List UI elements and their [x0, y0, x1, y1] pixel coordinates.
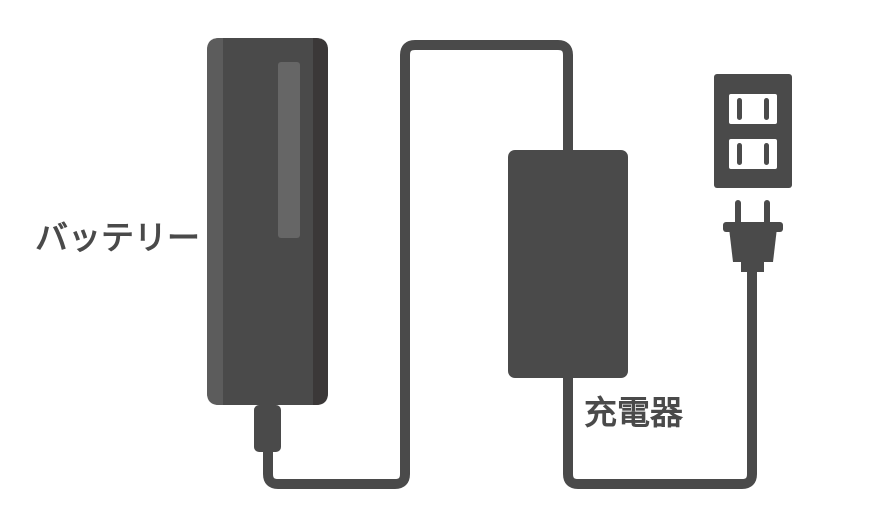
cable-battery-to-charger	[263, 40, 573, 489]
charger-label: 充電器	[584, 393, 683, 432]
battery-icon	[207, 38, 328, 452]
battery-window	[278, 62, 300, 238]
cable-charger-to-plug	[563, 262, 757, 489]
plug-icon	[723, 200, 783, 272]
charger-icon	[508, 150, 628, 378]
battery-label: バッテリー	[35, 218, 200, 257]
wall-outlet-icon	[714, 74, 792, 188]
battery-connector	[254, 405, 281, 452]
